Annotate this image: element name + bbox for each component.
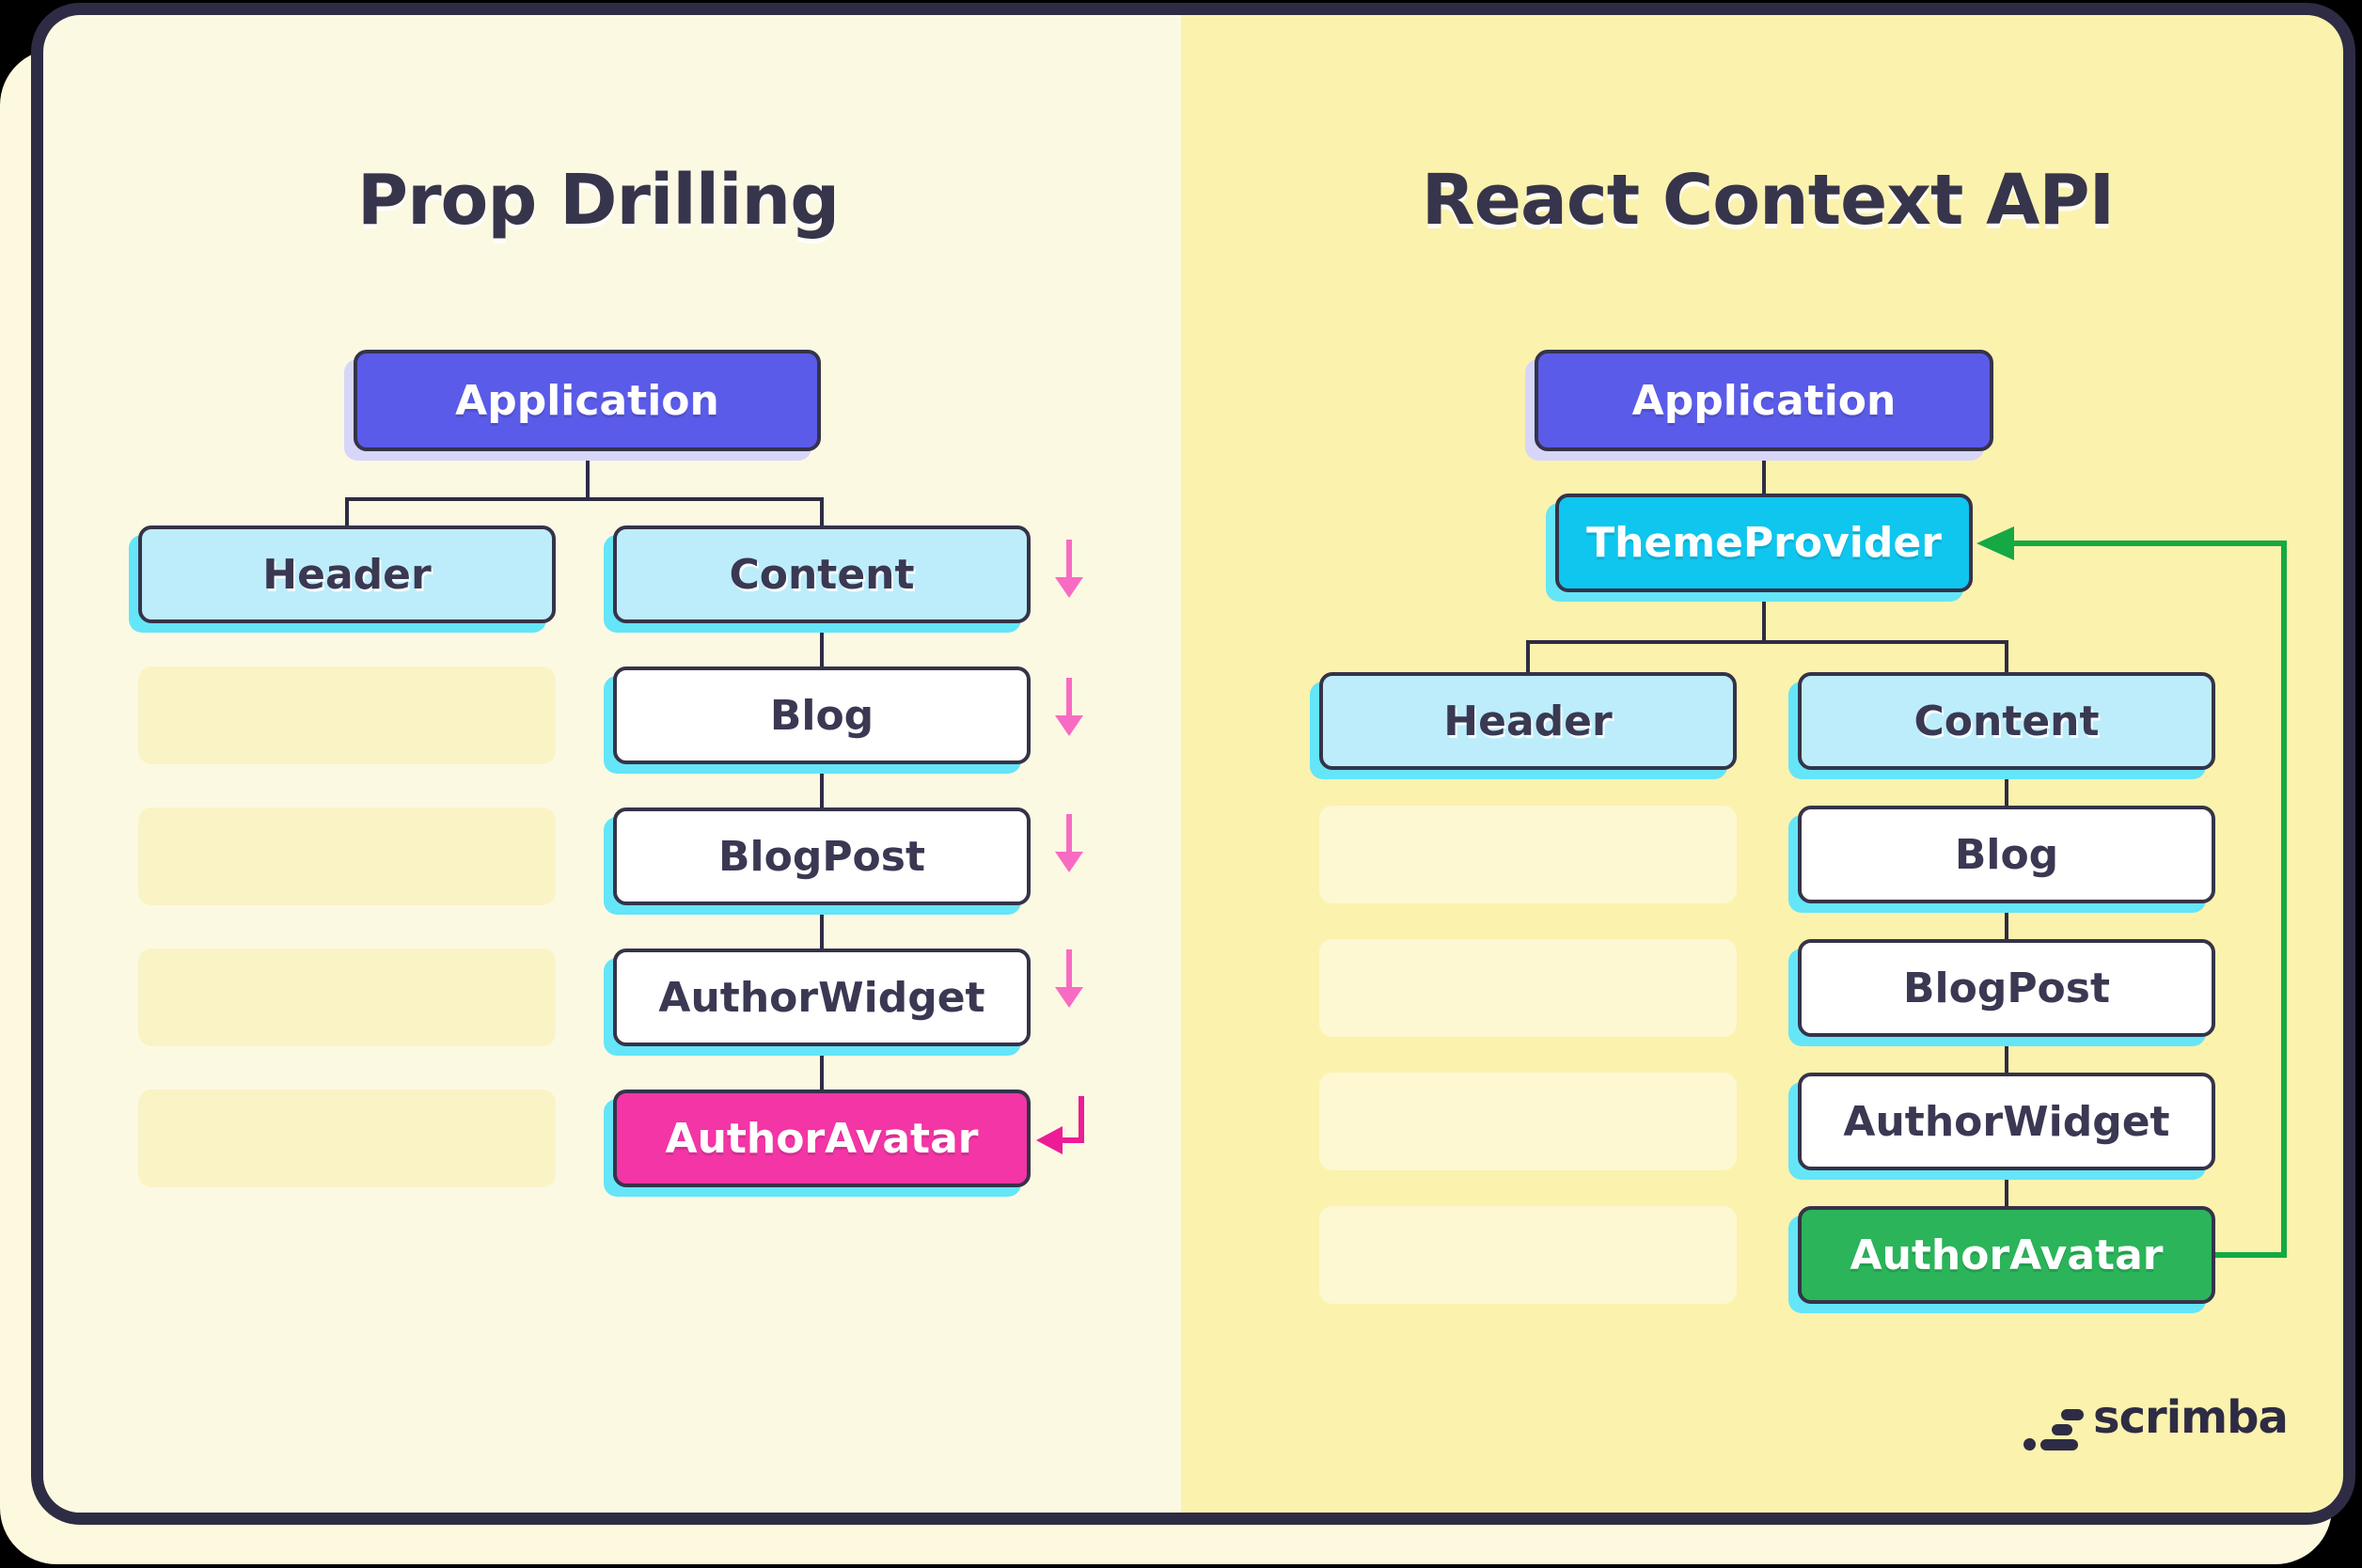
node-authorwidget-right: AuthorWidget (1798, 1073, 2215, 1170)
scrimba-logo: scrimba (2020, 1391, 2321, 1455)
connector-line (820, 497, 824, 525)
node-application-left-label: Application (455, 376, 719, 425)
node-blog-left: Blog (613, 666, 1031, 764)
context-arrow-segment (2012, 541, 2287, 546)
placeholder-row (1319, 1206, 1737, 1304)
node-blog-left-label: Blog (769, 691, 874, 740)
connector-line (2005, 903, 2008, 939)
react-context-api-title: React Context API (1421, 160, 2115, 241)
node-content-right-label: Content (1913, 697, 2100, 745)
node-authoravatar-left-label: AuthorAvatar (665, 1114, 979, 1163)
node-application-right: Application (1535, 350, 1993, 451)
context-arrow-segment (2281, 541, 2287, 1258)
node-application-right-label: Application (1631, 376, 1897, 425)
placeholder-row (1319, 806, 1737, 903)
connector-line (1526, 640, 2008, 644)
placeholder-row (1319, 1073, 1737, 1170)
prop-arrow-head (1055, 715, 1083, 736)
connector-line (1762, 592, 1766, 642)
node-authoravatar-right-label: AuthorAvatar (1850, 1231, 2164, 1279)
prop-arrow-head (1055, 577, 1083, 598)
node-header-left: Header (138, 525, 556, 623)
node-content-left: Content (613, 525, 1031, 623)
connector-line (345, 497, 349, 525)
node-themeprovider-label: ThemeProvider (1586, 519, 1942, 567)
placeholder-row (1319, 939, 1737, 1037)
connector-line (2005, 1037, 2008, 1073)
node-header-left-label: Header (262, 550, 432, 599)
node-content-right: Content (1798, 672, 2215, 770)
node-authorwidget-left: AuthorWidget (613, 949, 1031, 1046)
prop-arrow-stem (1066, 540, 1072, 577)
node-blog-right: Blog (1798, 806, 2215, 903)
return-arrow-head (1036, 1126, 1063, 1154)
placeholder-row (138, 949, 556, 1046)
scrimba-logo-icon-bar (2061, 1409, 2084, 1420)
connector-line (1526, 640, 1530, 672)
context-arrow-head (1976, 526, 2014, 560)
placeholder-row (138, 808, 556, 905)
node-header-right: Header (1319, 672, 1737, 770)
prop-arrow-down-icon (1055, 678, 1083, 736)
node-authoravatar-right: AuthorAvatar (1798, 1206, 2215, 1304)
prop-arrow-down-icon (1055, 949, 1083, 1008)
connector-line (820, 623, 824, 666)
scrimba-wordmark: scrimba (2093, 1391, 2289, 1444)
scrimba-logo-icon-bar (2052, 1424, 2072, 1435)
node-blogpost-left: BlogPost (613, 808, 1031, 905)
connector-line (2005, 770, 2008, 806)
prop-arrow-down-icon (1055, 814, 1083, 872)
placeholder-row (138, 1090, 556, 1187)
connector-line (820, 905, 824, 949)
scrimba-logo-icon (2023, 1438, 2036, 1450)
node-blogpost-right: BlogPost (1798, 939, 2215, 1037)
context-arrow-segment (2215, 1252, 2287, 1258)
node-authorwidget-left-label: AuthorWidget (658, 973, 985, 1022)
return-arrow-elbow (1061, 1137, 1084, 1143)
prop-drilling-title: Prop Drilling (356, 160, 840, 241)
node-header-right-label: Header (1443, 697, 1613, 745)
prop-arrow-stem (1066, 949, 1072, 987)
node-authoravatar-left: AuthorAvatar (613, 1090, 1031, 1187)
connector-line (2005, 1170, 2008, 1206)
node-themeprovider: ThemeProvider (1555, 494, 1973, 592)
prop-arrow-stem (1066, 678, 1072, 715)
connector-line (345, 497, 824, 501)
placeholder-row (138, 666, 556, 764)
prop-arrow-down-icon (1055, 540, 1083, 598)
node-authorwidget-right-label: AuthorWidget (1843, 1097, 2170, 1146)
connector-line (586, 451, 590, 499)
connector-line (2005, 640, 2008, 672)
node-blogpost-right-label: BlogPost (1902, 964, 2111, 1012)
node-blogpost-left-label: BlogPost (717, 832, 926, 881)
prop-arrow-head (1055, 852, 1083, 872)
connector-line (1762, 451, 1766, 494)
connector-line (820, 1046, 824, 1090)
prop-arrow-head (1055, 987, 1083, 1008)
prop-arrow-stem (1066, 814, 1072, 852)
node-application-left: Application (354, 350, 821, 451)
connector-line (820, 764, 824, 808)
return-arrow-stem (1079, 1096, 1084, 1143)
node-content-left-label: Content (729, 550, 915, 599)
node-blog-right-label: Blog (1954, 830, 2059, 879)
scrimba-logo-icon-bar (2040, 1439, 2078, 1450)
